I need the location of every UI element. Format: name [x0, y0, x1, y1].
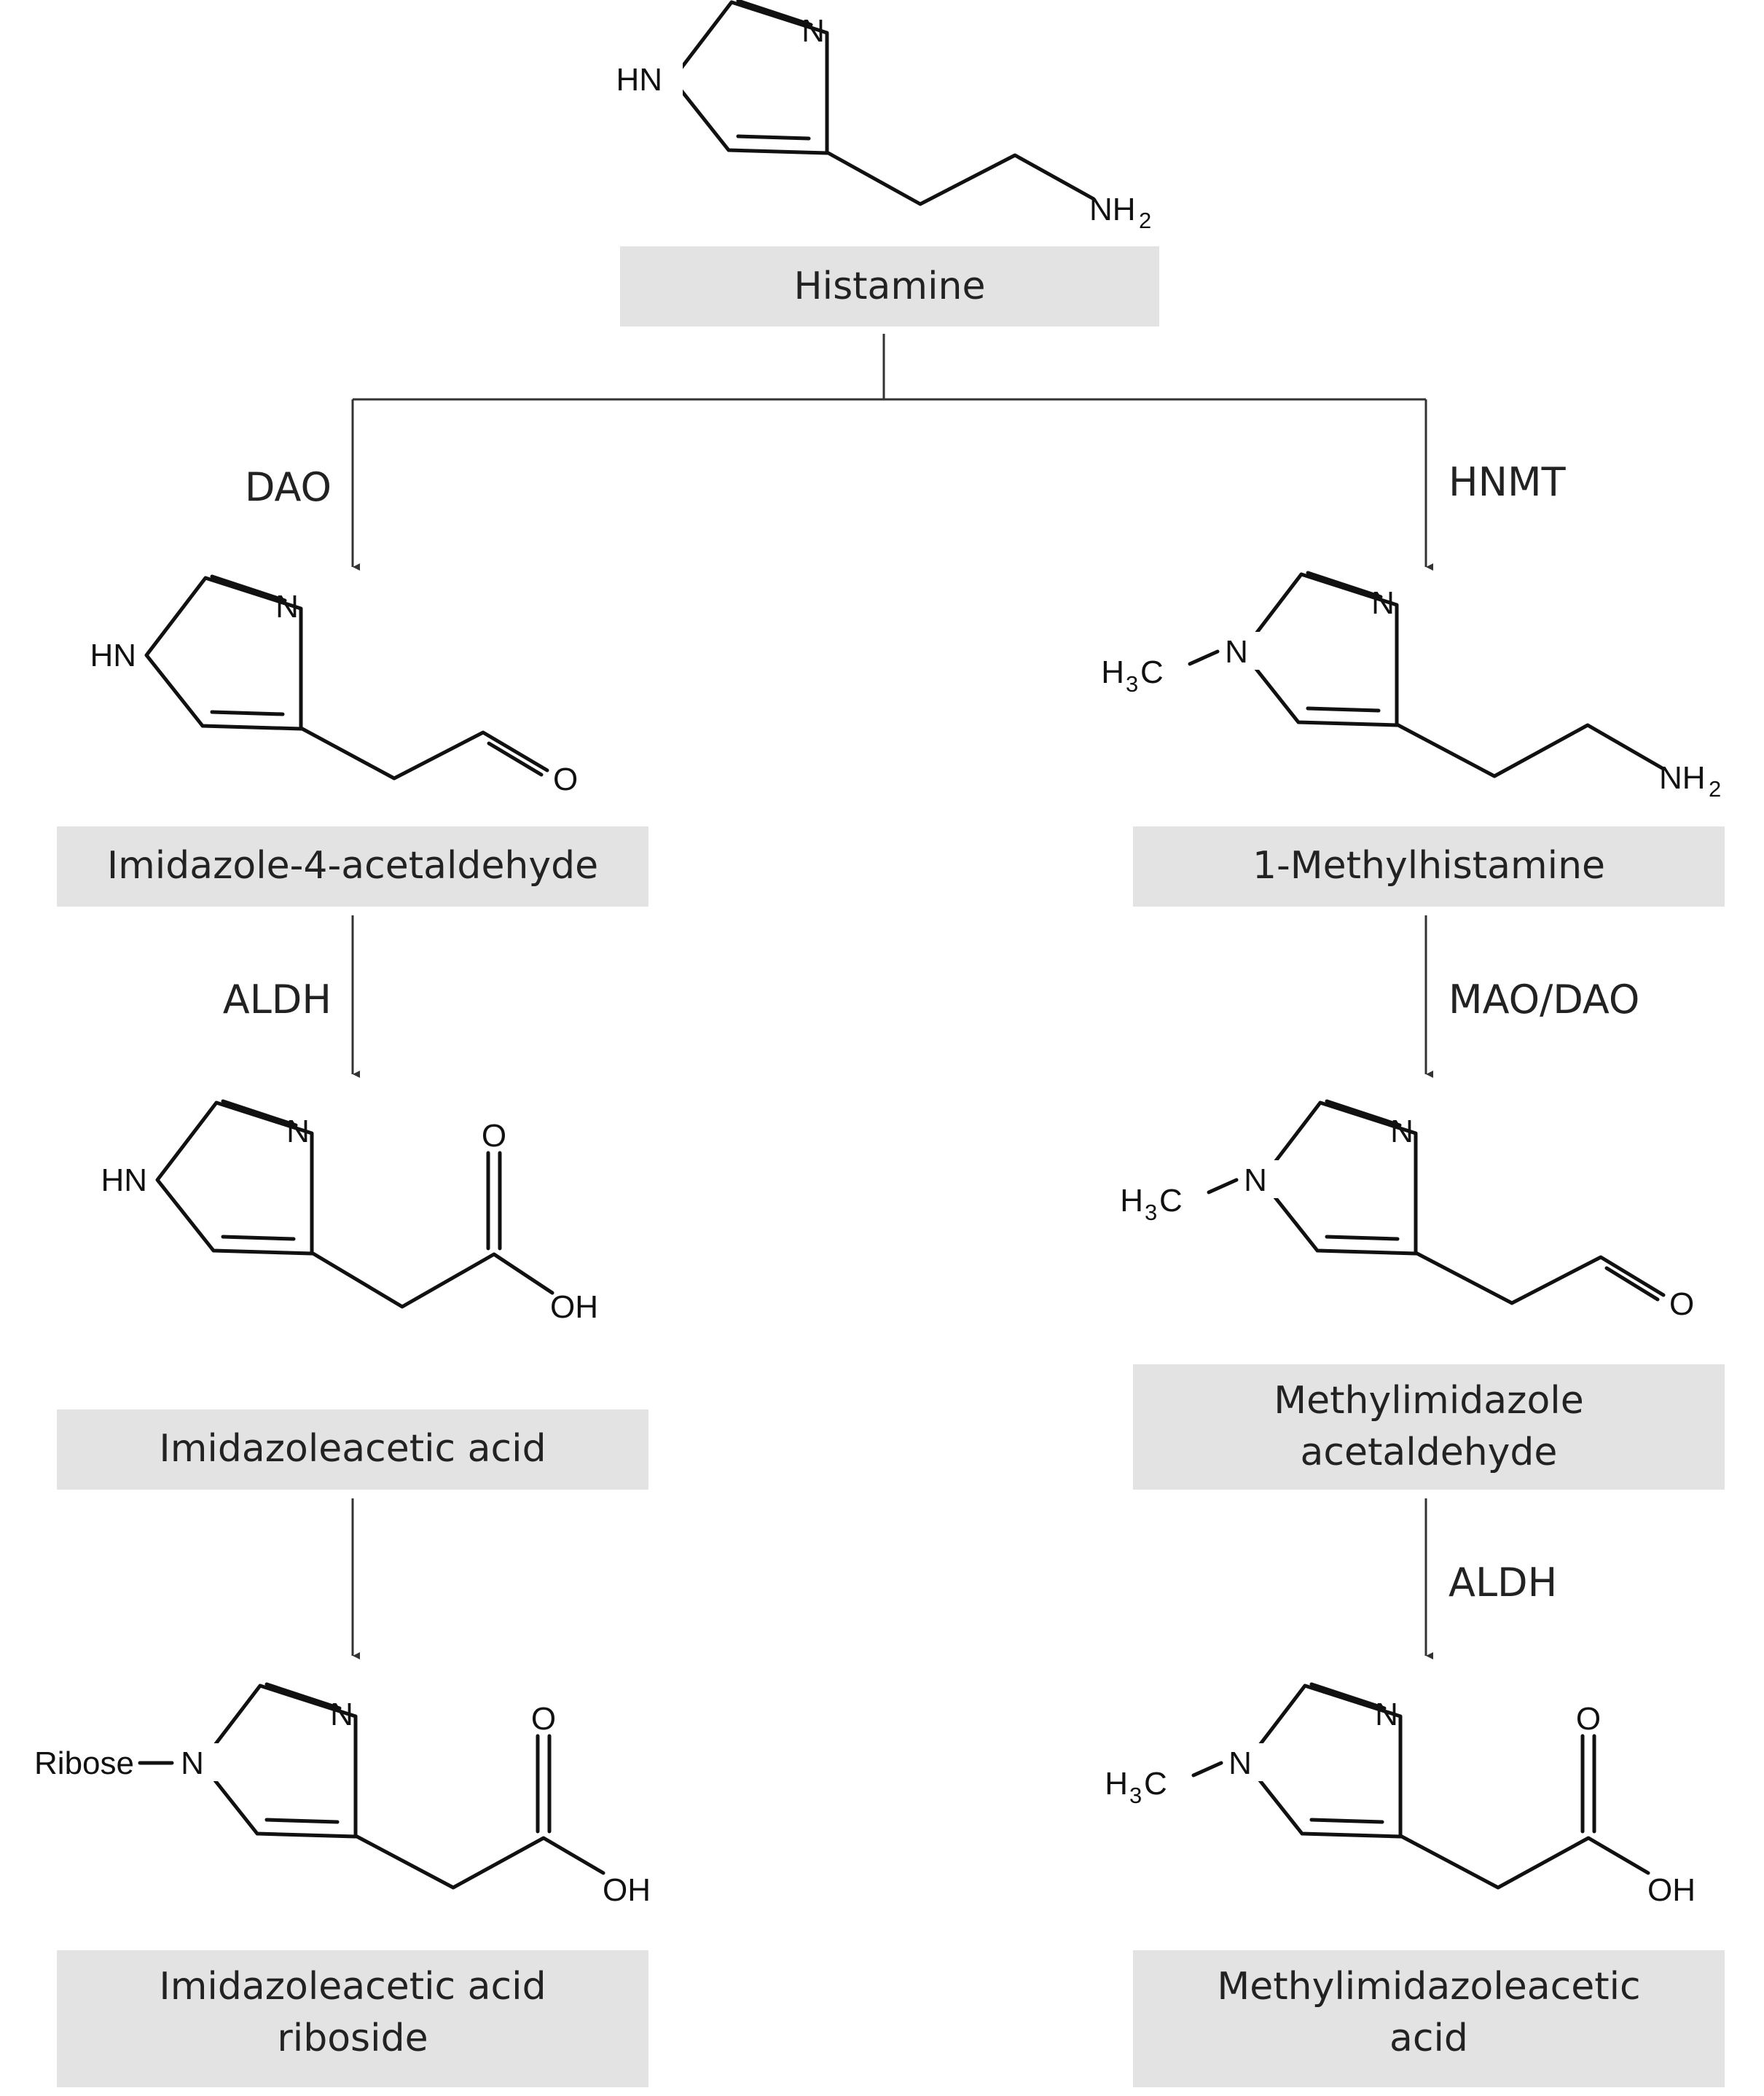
svg-text:acid: acid [1389, 2017, 1468, 2060]
svg-text:N: N [330, 1697, 353, 1732]
structure-imidazoleacetic-acid-riboside: N N Ribose O OH [34, 1684, 651, 1908]
svg-text:NH: NH [1659, 760, 1706, 796]
label-methylimidazoleacetic-acid: Methylimidazoleacetic acid [1133, 1950, 1725, 2087]
svg-text:Histamine: Histamine [794, 265, 986, 308]
svg-text:HN: HN [616, 62, 662, 98]
structure-1-methylhistamine: N N H 3 C NH 2 [1101, 573, 1721, 802]
structure-imidazole-4-acetaldehyde: N HN O [90, 576, 578, 797]
svg-text:HN: HN [90, 638, 136, 673]
svg-text:N: N [1371, 585, 1395, 621]
label-histamine: Histamine [620, 246, 1159, 326]
enzyme-dao: DAO [245, 464, 332, 510]
enzyme-aldh-left: ALDH [223, 977, 332, 1022]
svg-text:Imidazoleacetic acid: Imidazoleacetic acid [159, 1965, 546, 2009]
svg-text:N: N [1225, 634, 1248, 670]
svg-text:O: O [531, 1701, 556, 1737]
svg-text:Methylimidazole: Methylimidazole [1274, 1379, 1583, 1423]
label-methylimidazole-acetaldehyde: Methylimidazole acetaldehyde [1133, 1364, 1725, 1490]
svg-text:O: O [553, 762, 578, 797]
svg-text:O: O [1576, 1701, 1601, 1737]
svg-text:2: 2 [1709, 776, 1721, 802]
label-1-methylhistamine: 1-Methylhistamine [1133, 826, 1725, 907]
svg-text:O: O [482, 1118, 506, 1154]
svg-text:H: H [1105, 1766, 1128, 1802]
svg-text:H: H [1120, 1183, 1143, 1219]
svg-text:N: N [801, 13, 825, 49]
enzyme-aldh-right: ALDH [1449, 1560, 1557, 1606]
svg-text:N: N [1228, 1745, 1252, 1781]
structure-methylimidazole-acetaldehyde: N N H 3 C O [1120, 1101, 1694, 1322]
svg-text:Imidazoleacetic acid: Imidazoleacetic acid [159, 1427, 546, 1471]
branch-connector [353, 334, 1426, 401]
structure-methylimidazoleacetic-acid: N N H 3 C O OH [1105, 1684, 1696, 1908]
label-imidazoleacetic-acid-riboside: Imidazoleacetic acid riboside [57, 1950, 648, 2087]
svg-text:N: N [1244, 1162, 1267, 1198]
label-imidazoleacetic-acid: Imidazoleacetic acid [57, 1409, 648, 1490]
svg-text:Imidazole-4-acetaldehyde: Imidazole-4-acetaldehyde [107, 844, 598, 888]
label-imidazole-4-acetaldehyde: Imidazole-4-acetaldehyde [57, 826, 648, 907]
structure-histamine: N HN NH 2 [616, 1, 1151, 233]
svg-text:N: N [275, 589, 299, 625]
svg-text:Methylimidazoleacetic: Methylimidazoleacetic [1217, 1965, 1640, 2009]
svg-text:N: N [286, 1114, 310, 1149]
svg-text:N: N [181, 1745, 204, 1781]
svg-text:3: 3 [1126, 671, 1138, 697]
svg-text:C: C [1144, 1766, 1167, 1802]
svg-text:riboside: riboside [277, 2017, 428, 2060]
svg-text:acetaldehyde: acetaldehyde [1301, 1431, 1558, 1474]
svg-text:OH: OH [1647, 1872, 1696, 1908]
svg-text:N: N [1390, 1114, 1414, 1149]
svg-text:OH: OH [603, 1872, 651, 1908]
svg-text:OH: OH [550, 1289, 598, 1325]
svg-text:1-Methylhistamine: 1-Methylhistamine [1253, 844, 1605, 888]
svg-text:NH: NH [1089, 192, 1136, 227]
svg-text:O: O [1669, 1286, 1694, 1322]
svg-text:H: H [1101, 654, 1124, 690]
structure-imidazoleacetic-acid: N HN O OH [101, 1101, 598, 1325]
svg-text:Ribose: Ribose [34, 1745, 134, 1781]
enzyme-hnmt: HNMT [1449, 459, 1567, 505]
enzyme-mao-dao: MAO/DAO [1449, 977, 1639, 1022]
svg-text:N: N [1375, 1697, 1398, 1732]
svg-text:3: 3 [1129, 1783, 1142, 1808]
svg-text:2: 2 [1139, 208, 1151, 233]
svg-text:C: C [1140, 654, 1164, 690]
svg-text:HN: HN [101, 1162, 147, 1198]
svg-text:C: C [1159, 1183, 1183, 1219]
svg-text:3: 3 [1145, 1200, 1157, 1225]
